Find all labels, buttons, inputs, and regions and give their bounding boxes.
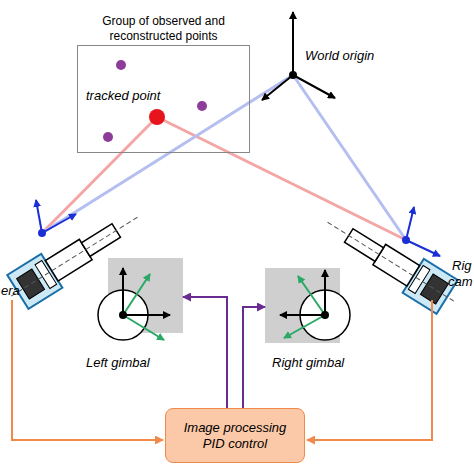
origin-label: World origin — [305, 48, 374, 63]
image-signal — [307, 300, 432, 440]
right-gimbal: Right gimbal — [265, 268, 340, 343]
camera-label: cam — [448, 274, 473, 289]
observed-point — [103, 132, 113, 142]
tracked-point-label: tracked point — [86, 88, 160, 103]
camera-axes — [36, 200, 440, 256]
tracked-point-dot — [149, 109, 165, 125]
pid-box: Image processing PID control — [165, 408, 305, 463]
group-heading: Group of observed and reconstructed poin… — [78, 14, 249, 46]
control-arrow — [183, 297, 227, 408]
left-gimbal-mechanism — [0, 200, 170, 340]
observed-point — [116, 60, 126, 70]
left-gimbal: Left gimbal — [108, 258, 183, 333]
gimbal-label: Right gimbal — [272, 355, 344, 370]
observed-point — [197, 101, 207, 111]
origin-line — [42, 75, 293, 233]
camera-label: Rig — [452, 258, 472, 273]
gimbal-label: Left gimbal — [86, 355, 150, 370]
points-box: Group of observed and reconstructed poin… — [77, 45, 250, 153]
sight-line — [42, 117, 157, 233]
origin-line — [293, 75, 406, 240]
right-gimbal-mechanism — [280, 205, 465, 340]
pid-label: Image processing PID control — [172, 420, 298, 452]
control-arrow — [243, 307, 265, 408]
image-signal — [12, 300, 163, 440]
camera-label: era — [1, 283, 20, 298]
